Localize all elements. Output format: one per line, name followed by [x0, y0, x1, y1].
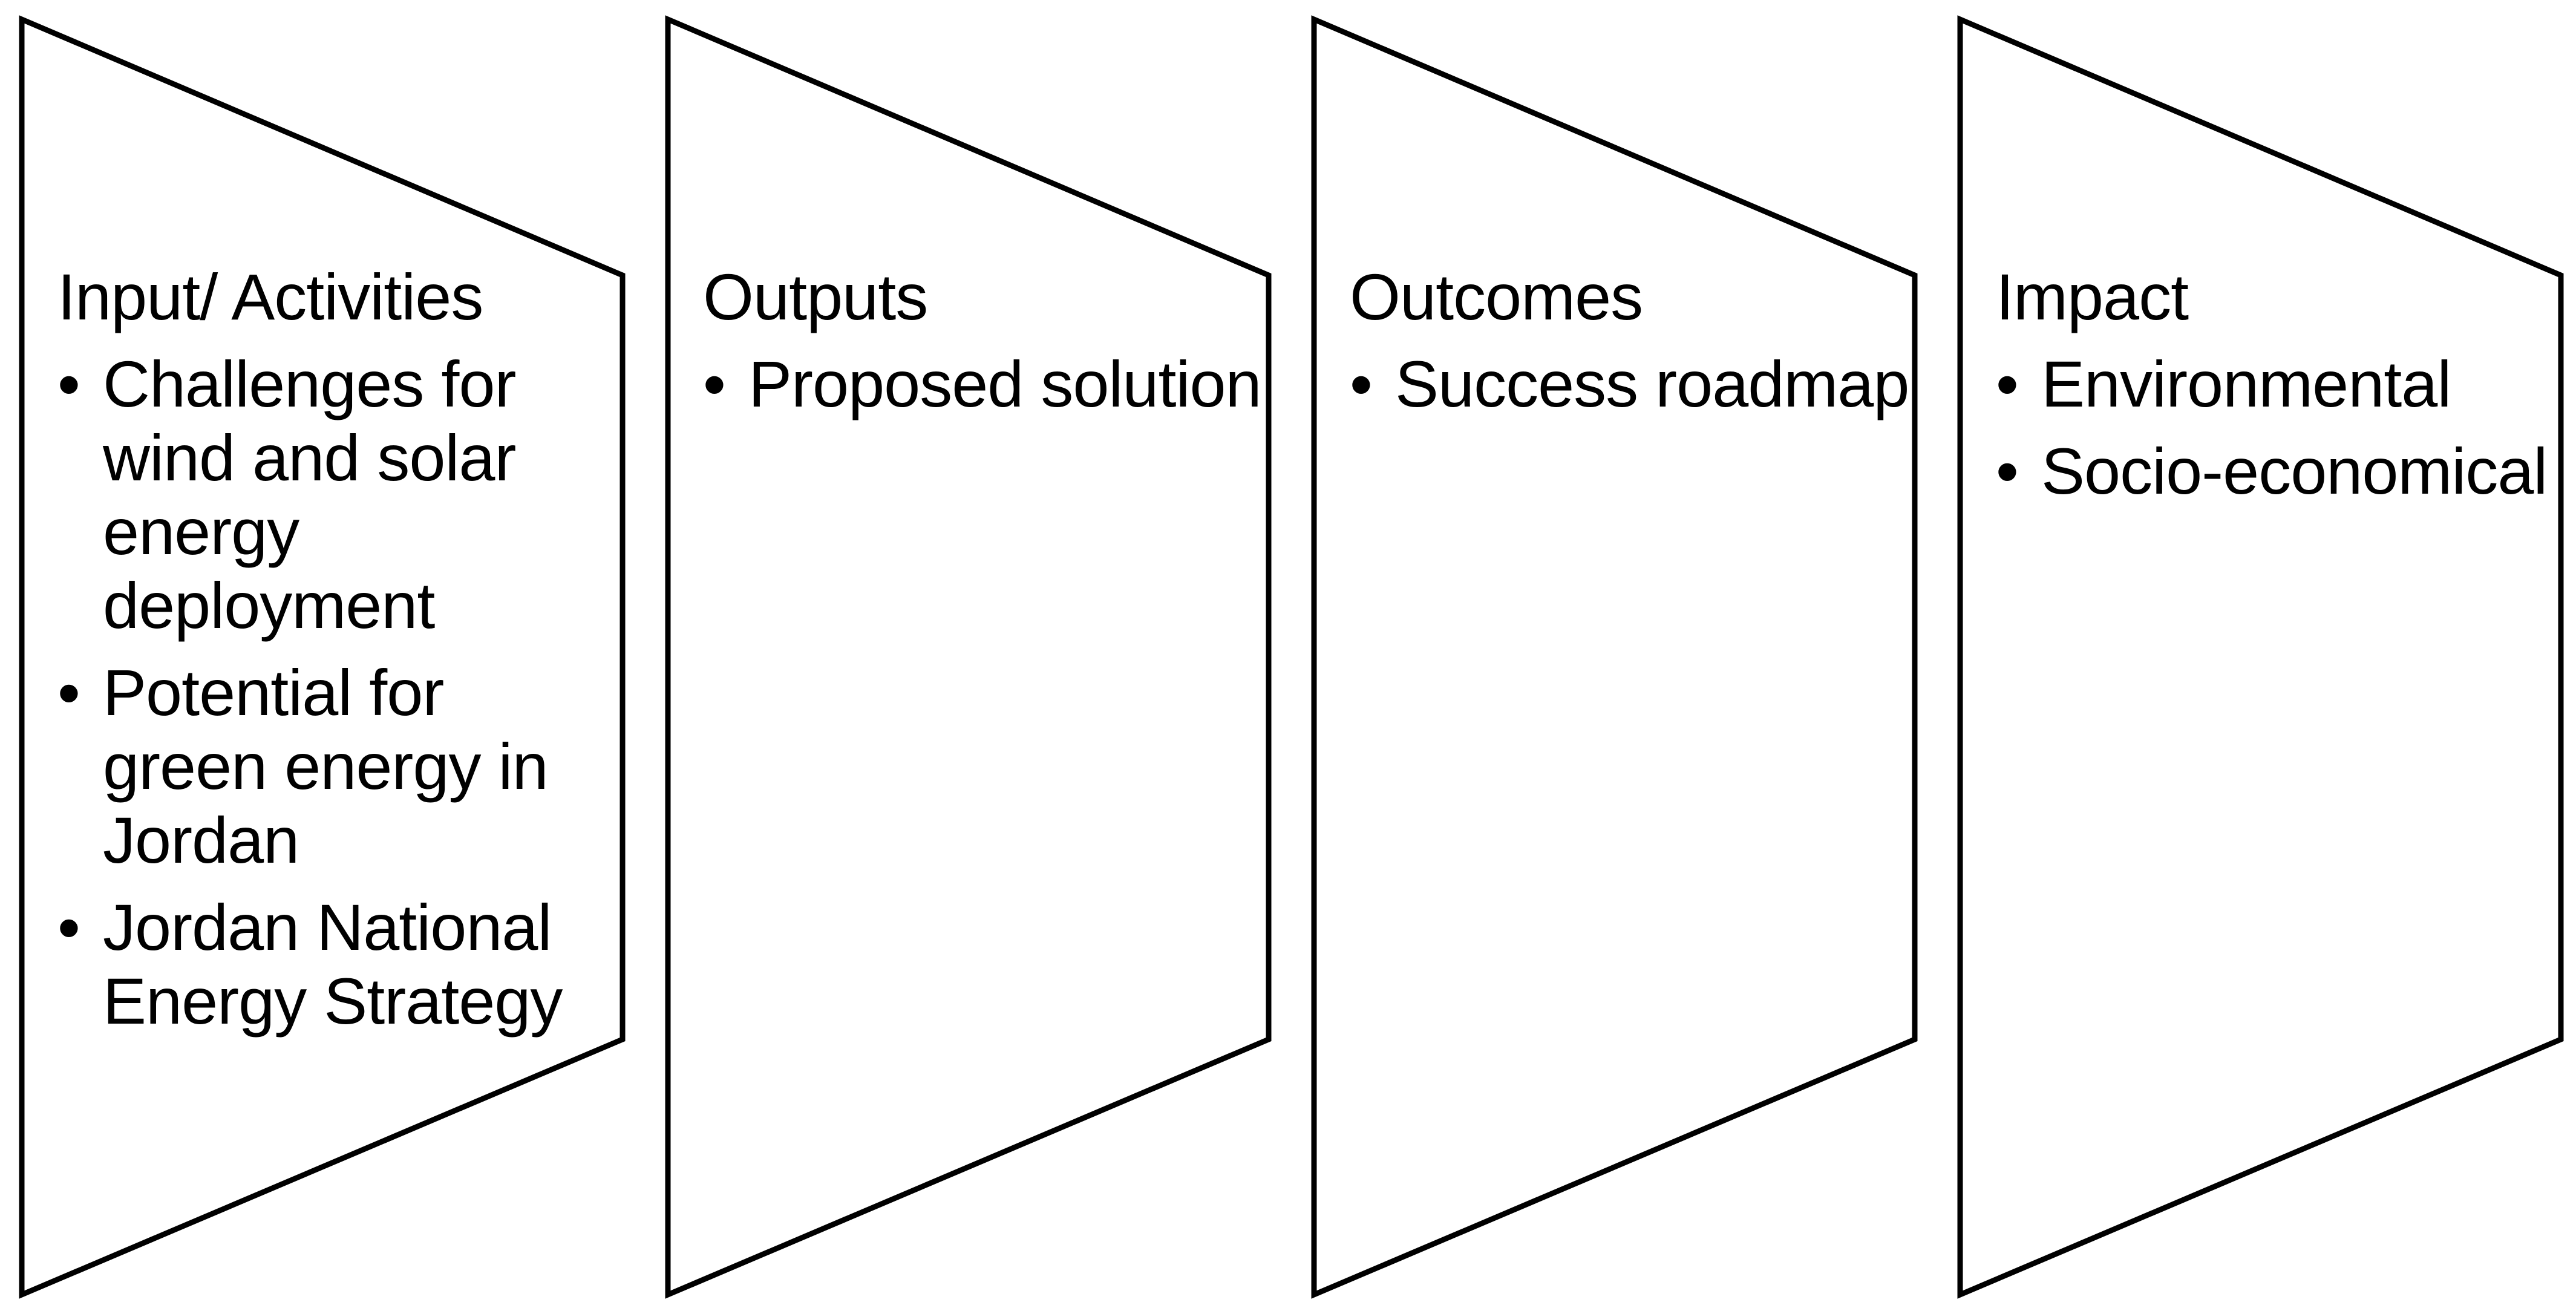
bullet-dot-icon: •	[1996, 347, 2019, 420]
stage-2-shape	[665, 15, 1272, 1299]
list-item: • Success roadmap	[1350, 347, 1930, 421]
stage-outputs: Outputs • Proposed solution	[703, 260, 1284, 434]
list-item: • Jordan National Energy Strategy	[57, 891, 590, 1038]
bullet-text: Success roadmap	[1395, 347, 1909, 420]
bullet-dot-icon: •	[57, 891, 80, 964]
list-item: • Potential for green energy in Jordan	[57, 656, 590, 877]
list-item: • Proposed solution	[703, 347, 1284, 421]
bullet-list: • Proposed solution	[703, 347, 1284, 421]
bullet-list: • Success roadmap	[1350, 347, 1930, 421]
bullet-text: Jordan National Energy Strategy	[103, 891, 563, 1038]
bullet-dot-icon: •	[57, 347, 80, 420]
list-item: • Environmental	[1996, 347, 2576, 421]
bullet-text: Socio-economical	[2041, 434, 2548, 508]
stage-4-shape	[1957, 15, 2564, 1299]
bullet-text: Proposed solution	[748, 347, 1262, 420]
stage-input-activities: Input/ Activities • Challenges for wind …	[57, 260, 590, 1051]
stage-title: Input/ Activities	[57, 260, 483, 333]
stage-outcomes: Outcomes • Success roadmap	[1350, 260, 1930, 434]
stage-3-shape	[1311, 15, 1918, 1299]
bullet-text: Challenges for wind and solar energy dep…	[103, 347, 516, 642]
stage-title: Outputs	[703, 260, 928, 333]
list-item: • Socio-economical	[1996, 434, 2576, 508]
bullet-text: Environmental	[2041, 347, 2451, 420]
bullet-dot-icon: •	[1350, 347, 1373, 420]
stage-1-shape	[19, 15, 626, 1299]
bullet-dot-icon: •	[703, 347, 726, 420]
bullet-list: • Environmental • Socio-economical	[1996, 347, 2576, 508]
stage-impact: Impact • Environmental • Socio-economica…	[1996, 260, 2576, 521]
stage-title: Outcomes	[1350, 260, 1643, 333]
bullet-dot-icon: •	[57, 656, 80, 729]
stage-title: Impact	[1996, 260, 2189, 333]
bullet-dot-icon: •	[1996, 434, 2019, 508]
list-item: • Challenges for wind and solar energy d…	[57, 347, 590, 642]
bullet-text: Potential for green energy in Jordan	[103, 656, 549, 877]
bullet-list: • Challenges for wind and solar energy d…	[57, 347, 590, 1038]
